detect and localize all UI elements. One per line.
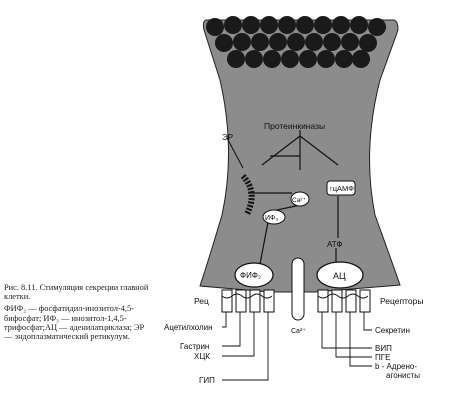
agonist-acetylcholine: Ацетилхолин	[164, 323, 213, 332]
agonist-secretin: Секретин	[375, 326, 410, 335]
agonist-cck: ХЦК	[194, 352, 210, 361]
agonist-pge: ПГЕ	[375, 353, 390, 362]
left-leaders	[222, 312, 269, 381]
zymogen-granules	[206, 16, 386, 68]
calcium-inner-label: Ca²⁺	[292, 197, 306, 204]
camp-node	[326, 180, 356, 196]
agonist-beta-adrenergic: b - Адрено-	[375, 362, 417, 371]
receptors-left	[221, 289, 275, 313]
receptor-right-label: Рецепторы	[380, 296, 424, 306]
ip3-node	[262, 209, 286, 225]
er-label: ЭР	[222, 133, 233, 142]
agonist-beta-adrenergic-cont: агонисты	[386, 371, 420, 380]
ac-node	[316, 261, 364, 289]
figure-title: Рис. 8.11. Стимуляция секреции главной к…	[4, 283, 149, 302]
receptor-left-label: Рец	[194, 296, 209, 306]
pip2-node	[234, 262, 274, 288]
receptors-right	[317, 289, 371, 313]
protein-kinases-label: Протеинкиназы	[264, 121, 325, 131]
er-pointer	[226, 137, 244, 169]
agonist-vip: ВИП	[375, 344, 392, 353]
ip3-label: ИФ₃	[265, 215, 278, 222]
signal-lines	[248, 130, 339, 265]
atp-label: АТФ	[327, 240, 342, 249]
figure-caption: Рис. 8.11. Стимуляция секреции главной к…	[4, 283, 154, 341]
figure-legend: ФИФ₂ — фосфатидил-инозитол-4,5-бифосфат;…	[4, 304, 145, 342]
calcium-channel	[291, 257, 305, 321]
calcium-node	[290, 191, 310, 207]
agonist-gastrin: Гастрин	[180, 342, 209, 351]
agonist-gip: ГИП	[199, 376, 215, 385]
calcium-outer-label: Ca²⁺	[291, 328, 306, 335]
camp-label: ↑цАМФ	[329, 184, 354, 193]
ac-label: АЦ	[333, 271, 346, 281]
right-leaders	[321, 312, 372, 367]
pip2-label: ФИФ₂	[240, 271, 261, 280]
